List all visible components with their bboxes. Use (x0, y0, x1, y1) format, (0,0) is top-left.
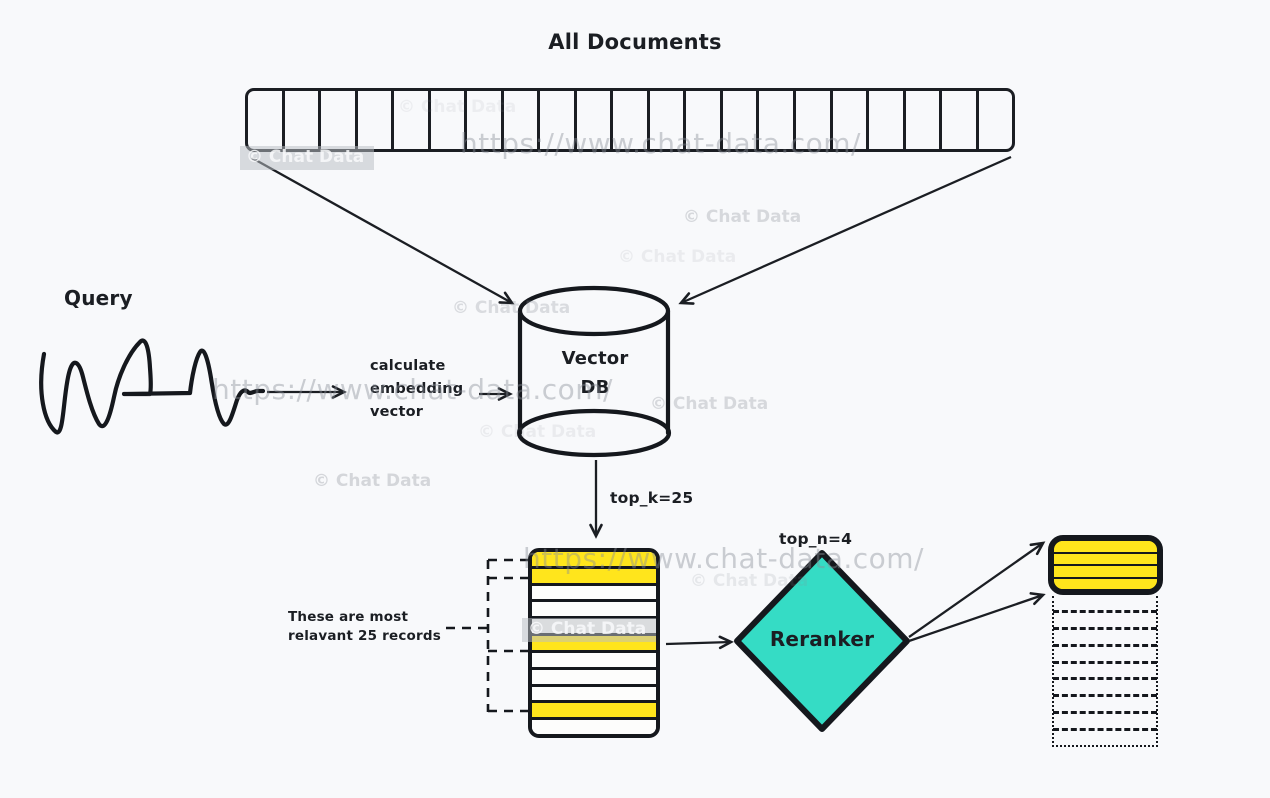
document-segment (942, 91, 979, 149)
document-segment (906, 91, 943, 149)
pending-record-dash (1053, 677, 1157, 681)
top-k-label: top_k=25 (610, 489, 694, 507)
record-row (532, 683, 656, 701)
pending-record-dash (1053, 694, 1157, 698)
document-segment (613, 91, 650, 149)
document-segment (650, 91, 687, 149)
vector-db-line-2: DB (580, 377, 610, 398)
embedding-line-1: calculate (370, 358, 446, 374)
embedding-step-label: calculate embedding vector (370, 355, 463, 424)
document-segment (833, 91, 870, 149)
record-row-highlighted (532, 700, 656, 718)
pending-record-dash (1053, 728, 1157, 731)
result-stripe (1054, 576, 1157, 589)
record-row (532, 582, 656, 600)
record-row-highlighted (532, 565, 656, 583)
document-segment (321, 91, 358, 149)
document-segment (394, 91, 431, 149)
watermark-url: https://www.chat-data.com/ (460, 127, 861, 160)
document-segment (504, 91, 541, 149)
note-line-1: These are most (288, 609, 409, 625)
embedding-line-2: embedding (370, 381, 464, 397)
result-stripe (1054, 564, 1157, 577)
record-row (532, 666, 656, 684)
watermark-copyright: © Chat Data (398, 97, 517, 117)
watermark-copyright: © Chat Data (683, 207, 802, 227)
top-n-label: top_n=4 (779, 530, 853, 548)
watermark-copyright: © Chat Data (522, 618, 657, 642)
watermark-copyright: © Chat Data (452, 298, 571, 318)
reranked-top-results-box (1048, 535, 1163, 595)
vector-db-line-1: Vector (561, 348, 629, 369)
document-segment (796, 91, 833, 149)
retrieved-records-stack (528, 548, 660, 738)
document-segment (577, 91, 614, 149)
watermark-url: https://www.chat-data.com/ (523, 542, 924, 575)
record-row (532, 649, 656, 667)
pending-record-dash (1053, 626, 1157, 630)
record-row (532, 717, 656, 734)
document-segment (869, 91, 906, 149)
document-segment (540, 91, 577, 149)
document-segment (358, 91, 395, 149)
watermark-copyright: © Chat Data (240, 146, 375, 170)
document-segment (686, 91, 723, 149)
embedding-line-3: vector (370, 404, 424, 420)
reranker-label: Reranker (769, 627, 875, 651)
pending-record-dash (1053, 660, 1157, 664)
result-stripe (1054, 551, 1157, 564)
vector-db-label: Vector DB (521, 344, 669, 402)
record-row-highlighted (532, 552, 656, 566)
documents-bar (245, 88, 1015, 152)
document-segment (467, 91, 504, 149)
document-segment (723, 91, 760, 149)
document-segment (285, 91, 322, 149)
watermark-copyright: © Chat Data (618, 247, 737, 267)
record-row (532, 599, 656, 617)
pending-record-dash (1053, 643, 1157, 647)
document-segment (759, 91, 796, 149)
note-line-2: relavant 25 records (288, 628, 441, 644)
document-segment (431, 91, 468, 149)
watermark-copyright: © Chat Data (690, 571, 809, 591)
all-documents-title: All Documents (548, 30, 722, 54)
relevant-records-note: These are most relavant 25 records (288, 608, 441, 646)
watermark-copyright: © Chat Data (478, 422, 597, 442)
remaining-records-dotted-box (1052, 596, 1158, 747)
pending-record-dash (1053, 711, 1157, 715)
result-stripe (1054, 541, 1157, 552)
document-segment (248, 91, 285, 149)
pending-record-dash (1053, 609, 1157, 613)
watermark-copyright: © Chat Data (650, 394, 769, 414)
watermark-url: https://www.chat-data.com/ (212, 373, 613, 406)
query-label: Query (64, 286, 133, 310)
watermark-copyright: © Chat Data (313, 471, 432, 491)
